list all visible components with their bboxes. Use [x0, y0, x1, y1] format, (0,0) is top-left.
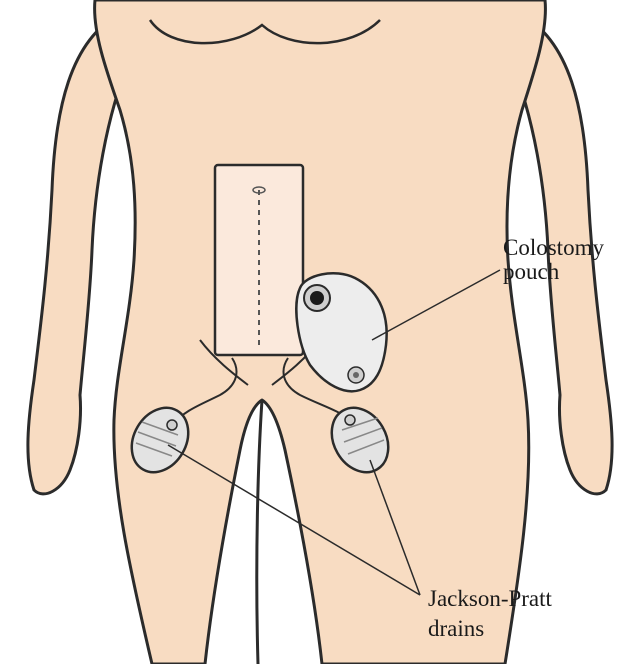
colostomy-label-line1: Colostomy [503, 235, 604, 260]
surgical-dressing [215, 165, 303, 355]
left-bulb-cap [167, 420, 177, 430]
jp-label-line2: drains [428, 616, 484, 641]
left-arm [28, 14, 122, 494]
jp-label-line1: Jackson-Pratt [428, 586, 553, 611]
stoma-opening [310, 291, 324, 305]
inner-leg-line [257, 400, 262, 664]
pouch-valve-inner [353, 372, 359, 378]
colostomy-label-line2: pouch [503, 259, 560, 284]
right-bulb-cap [345, 415, 355, 425]
